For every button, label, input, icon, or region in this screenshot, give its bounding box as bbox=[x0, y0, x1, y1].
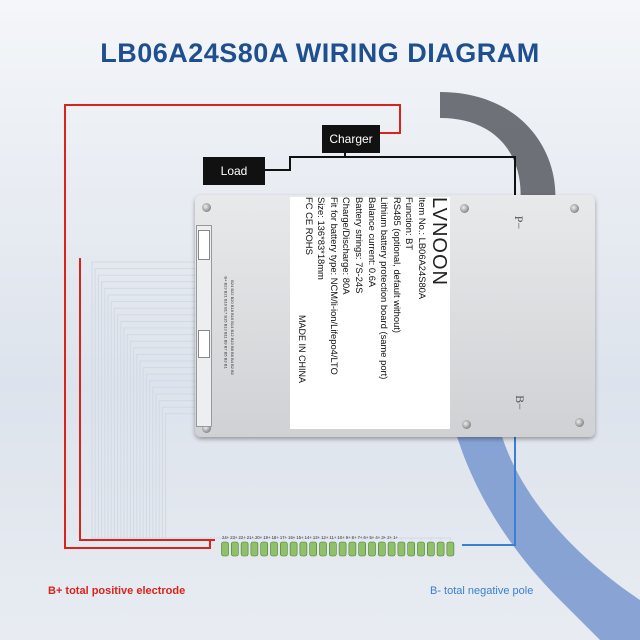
b-minus-legend: B- total negative pole bbox=[430, 585, 534, 597]
label-line: Charge/Discharge: 80A bbox=[341, 197, 353, 295]
connector-latch bbox=[198, 330, 210, 358]
balance-wires bbox=[91, 261, 451, 540]
label-line: RS485 (optional, default without) bbox=[391, 197, 403, 334]
balance-wire bbox=[104, 287, 265, 540]
balance-wire bbox=[133, 347, 353, 540]
balance-wire bbox=[101, 281, 255, 540]
balance-wire bbox=[120, 320, 314, 540]
charger-tag: Charger bbox=[322, 125, 380, 153]
b-plus-wire bbox=[64, 104, 401, 549]
label-line: Function: BT bbox=[404, 197, 416, 251]
cell-terminal bbox=[328, 541, 337, 557]
load-positive-wire bbox=[265, 156, 516, 225]
brand-logo: LVNOON bbox=[428, 197, 450, 286]
blue-cable bbox=[455, 430, 640, 640]
balance-wire bbox=[107, 294, 275, 540]
load-tag: Load bbox=[203, 157, 265, 185]
cell-terminal bbox=[250, 541, 259, 557]
balance-wire bbox=[136, 353, 363, 540]
screw-icon bbox=[460, 204, 469, 213]
balance-wire bbox=[129, 340, 344, 540]
cell-terminal bbox=[377, 541, 386, 557]
cell-terminal bbox=[417, 541, 425, 557]
b-plus-wire-2 bbox=[79, 258, 215, 541]
cell-labels: 24+ 23+ 22+ 21+ 20+ 19+ 18+ 17+ 16+ 15+ … bbox=[222, 535, 398, 540]
balance-wire bbox=[139, 360, 373, 540]
balance-connector bbox=[196, 225, 212, 427]
label-line: Item No.: LB06A24S80A bbox=[417, 197, 428, 300]
cell-terminal bbox=[348, 541, 357, 557]
balance-wire bbox=[155, 393, 422, 540]
connector-labels-row1: B+ B23 B21 B19 B17 B15 B13 B11 B9 B7 B5 … bbox=[223, 276, 229, 369]
cell-terminal bbox=[231, 541, 239, 557]
balance-wire bbox=[149, 380, 402, 540]
balance-wire bbox=[145, 373, 393, 540]
screw-icon bbox=[202, 203, 211, 212]
screw-icon bbox=[570, 204, 579, 213]
cell-terminal bbox=[221, 541, 229, 557]
screw-icon bbox=[202, 424, 211, 433]
grey-cable bbox=[440, 92, 556, 205]
page-title: LB06A24S80A WIRING DIAGRAM bbox=[100, 38, 540, 68]
screw-icon bbox=[575, 418, 584, 427]
cell-terminal bbox=[446, 541, 455, 557]
label-line: Balance current: 0.6A bbox=[366, 197, 378, 288]
cell-terminal bbox=[279, 541, 288, 557]
cell-terminal bbox=[270, 541, 278, 557]
balance-wire bbox=[161, 406, 442, 540]
balance-wire bbox=[110, 301, 285, 540]
cell-terminal bbox=[397, 541, 406, 557]
cell-terminal bbox=[426, 541, 435, 557]
label-line: Size: 136*83*18mm bbox=[316, 197, 328, 280]
made-in-label: MADE IN CHINA bbox=[297, 315, 307, 384]
product-label bbox=[290, 197, 450, 429]
p-minus-label: P− bbox=[512, 215, 527, 230]
product-label-text: LVNOON Item No.: LB06A24S80A Function: B… bbox=[290, 197, 450, 429]
cell-terminal bbox=[309, 541, 318, 557]
balance-wire bbox=[117, 314, 304, 540]
balance-wire bbox=[94, 268, 236, 540]
balance-wire bbox=[97, 274, 246, 540]
cell-terminal bbox=[358, 541, 367, 557]
cell-terminal bbox=[436, 541, 445, 557]
balance-wire bbox=[123, 327, 324, 540]
screw-icon bbox=[462, 420, 471, 429]
balance-wire bbox=[165, 413, 451, 540]
cell-terminal bbox=[299, 541, 308, 557]
balance-wire bbox=[142, 367, 383, 540]
label-line: Fit for battery type: NCM/li-ion/Lifepo4… bbox=[328, 197, 340, 375]
cell-terminal bbox=[338, 541, 347, 557]
b-minus-label: B− bbox=[512, 395, 527, 410]
cell-terminals bbox=[221, 541, 455, 557]
label-line: Battery strings: 7S-24S bbox=[354, 197, 366, 294]
cell-terminal bbox=[289, 541, 298, 557]
cell-terminal bbox=[319, 541, 327, 557]
balance-wire bbox=[113, 307, 295, 540]
label-line: Lithium battery protection board (same p… bbox=[379, 197, 391, 380]
cell-terminal bbox=[240, 541, 249, 557]
connector-latch bbox=[198, 230, 210, 260]
balance-wire bbox=[152, 386, 412, 540]
balance-wire bbox=[158, 400, 432, 540]
cell-terminal bbox=[260, 541, 269, 557]
b-minus-wire bbox=[462, 418, 516, 546]
balance-wire bbox=[91, 261, 226, 540]
cell-terminal bbox=[387, 541, 396, 557]
cell-terminal bbox=[368, 541, 376, 557]
b-plus-legend: B+ total positive electrode bbox=[48, 585, 186, 597]
label-line: FC CE ROHS bbox=[303, 197, 315, 255]
balance-wire bbox=[126, 334, 334, 540]
cell-terminal bbox=[407, 541, 416, 557]
connector-labels-row2: B24 B22 B20 B18 B16 B14 B12 B10 B8 B6 B4… bbox=[229, 280, 235, 375]
